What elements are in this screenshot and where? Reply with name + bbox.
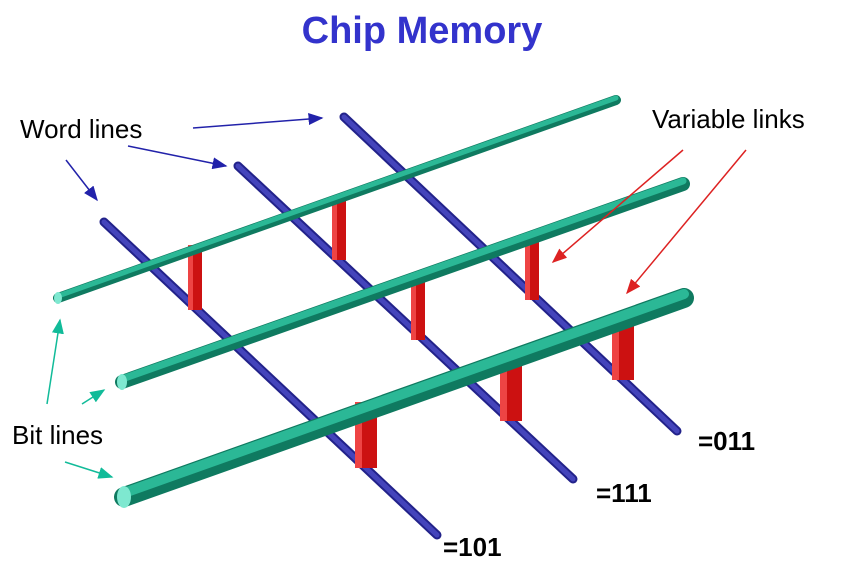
link-4 — [525, 238, 539, 300]
word-lines-pointers — [65, 113, 324, 202]
word-line-1 — [99, 217, 442, 540]
bit-lines-pointers — [46, 318, 114, 479]
bit-line-2 — [115, 177, 690, 390]
code-label-111: =111 — [596, 478, 652, 508]
code-label-101: =101 — [443, 532, 502, 562]
bit-line-3 — [114, 288, 694, 508]
code-label-011: =011 — [698, 426, 756, 456]
page-title: Chip Memory — [301, 10, 543, 52]
link-2 — [332, 196, 346, 260]
variable-links-pointers — [551, 149, 747, 295]
word-lines-label: Word lines — [20, 114, 143, 144]
bit-lines — [53, 95, 694, 508]
variable-links-label: Variable links — [652, 104, 805, 134]
link-1 — [188, 245, 202, 310]
link-3 — [411, 278, 425, 340]
bit-lines-label: Bit lines — [12, 420, 104, 450]
bit-line-1 — [53, 95, 621, 304]
